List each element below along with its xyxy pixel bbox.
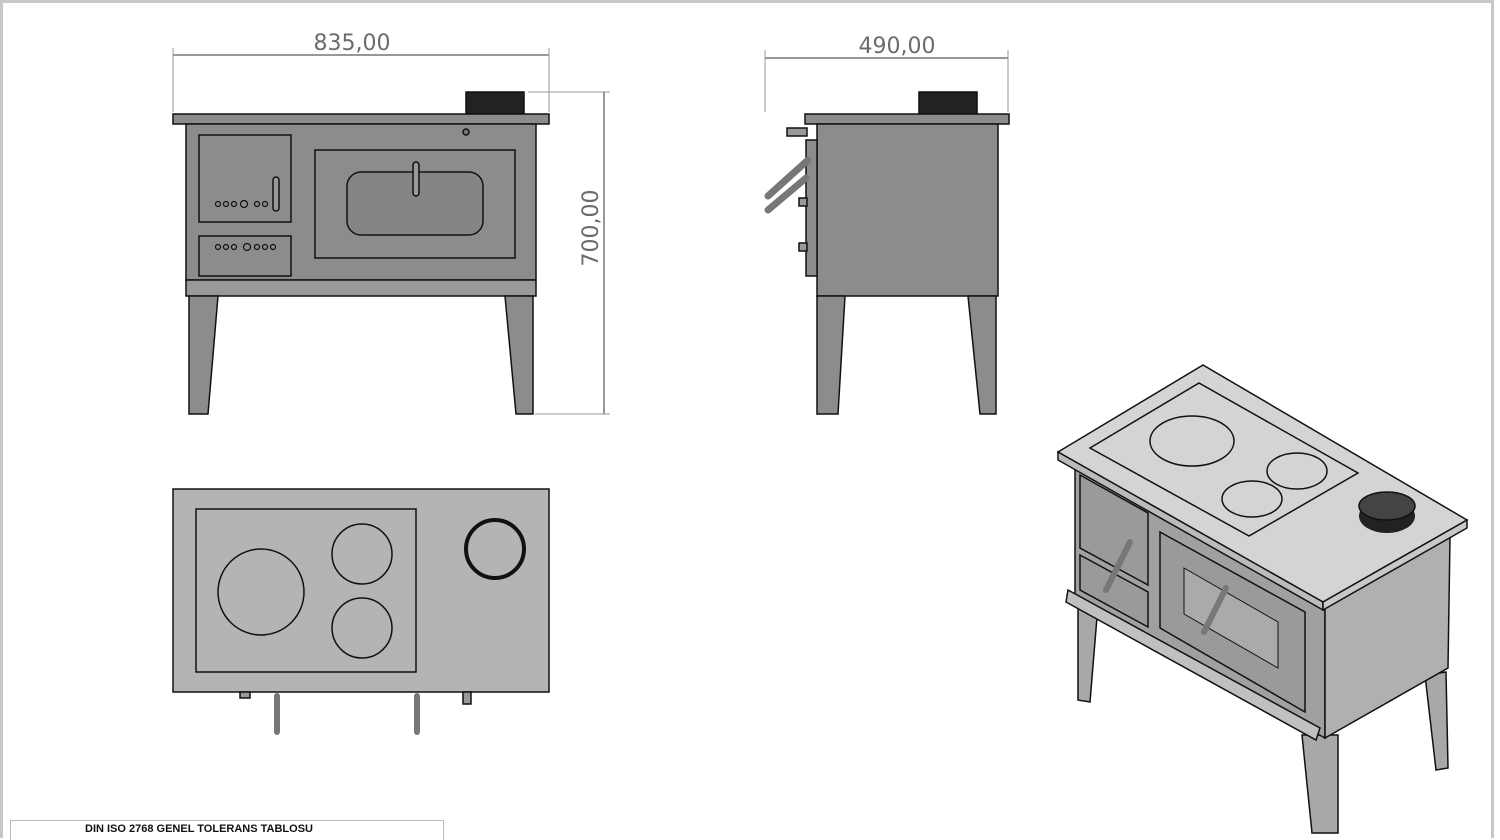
hotplate-ring (331, 523, 393, 585)
air-vent-holes (214, 199, 277, 252)
leg (816, 295, 846, 415)
isometric-view (1056, 364, 1469, 834)
leg (1077, 604, 1099, 703)
ash-drawer (198, 235, 292, 277)
stove-body (816, 123, 999, 297)
knob (462, 128, 470, 136)
top-plate (804, 113, 1010, 125)
oven-window (1183, 567, 1279, 669)
top-view (172, 488, 550, 735)
front-view: 835,00 700,00 (172, 31, 610, 415)
hotplate-ring (217, 548, 305, 636)
oven-handle (1201, 585, 1229, 635)
firebox-handle (272, 176, 280, 212)
leg (1424, 671, 1449, 771)
knob (462, 691, 472, 705)
leg (967, 295, 997, 415)
handle (764, 156, 812, 200)
flue-opening (1358, 491, 1416, 521)
oven-handle (412, 161, 420, 197)
leg (504, 295, 534, 415)
flue-outlet (464, 518, 526, 580)
firebox-door (1079, 473, 1149, 587)
ash-drawer (1079, 553, 1149, 629)
handle (764, 174, 810, 214)
flue-collar (918, 91, 978, 115)
base-rail (185, 279, 537, 297)
top-plate (172, 113, 550, 125)
flue-collar (465, 91, 525, 115)
hotplate-ring (1221, 480, 1283, 518)
depth-dimension: 490,00 (859, 34, 936, 59)
height-dimension: 700,00 (579, 190, 604, 267)
tolerance-table: DIN ISO 2768 GENEL TOLERANS TABLOSU (10, 820, 444, 840)
door-profile (805, 139, 818, 277)
leg (1301, 734, 1339, 834)
hinge (798, 242, 808, 252)
knob (239, 691, 251, 699)
towel-rail (1065, 588, 1321, 742)
side-view: 490,00 (764, 34, 1010, 415)
firebox-handle (1103, 539, 1133, 593)
top-plate-edge (1322, 518, 1468, 612)
cooktop-panel (195, 508, 417, 673)
hotplate-ring (331, 597, 393, 659)
leg (188, 295, 219, 415)
tolerance-table-title: DIN ISO 2768 GENEL TOLERANS TABLOSU (85, 823, 313, 835)
hinge (798, 197, 808, 207)
cooktop-panel (1088, 382, 1360, 537)
hotplate-ring (1266, 452, 1328, 490)
width-dimension: 835,00 (314, 31, 391, 56)
knob (786, 127, 808, 137)
hotplate-ring (1149, 415, 1235, 467)
